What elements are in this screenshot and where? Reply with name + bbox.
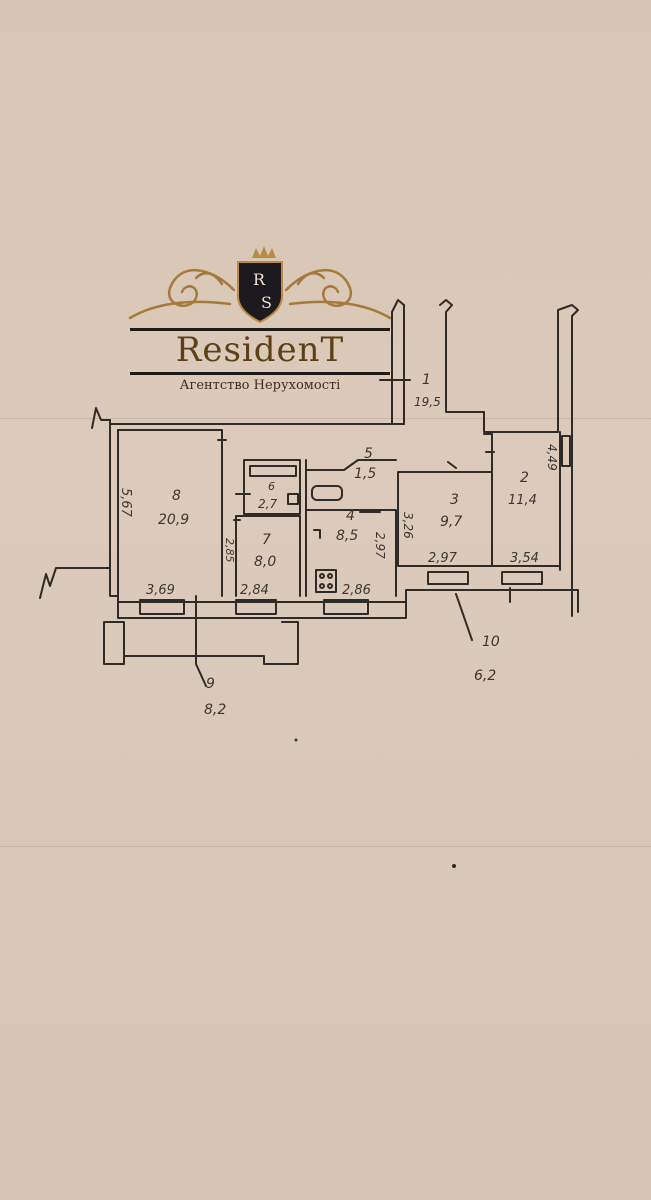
outer-wall-top: [109, 299, 405, 597]
outer-wall-bottom: [117, 589, 579, 619]
room-8-number: 8: [172, 488, 181, 504]
room-7-width-dim: 2,84: [240, 583, 269, 598]
room-6-area: 2,7: [258, 497, 277, 511]
window: [323, 599, 369, 615]
room-2-number: 2: [520, 470, 529, 486]
room-5-wall: [305, 459, 397, 471]
room-10-number: 10: [482, 634, 500, 650]
room-8-height-dim: 5,67: [118, 488, 133, 518]
logo-subtitle: Агентство Нерухомості: [179, 378, 341, 393]
window: [427, 571, 469, 585]
window: [501, 571, 543, 585]
logo-divider-top: [130, 328, 390, 331]
room-3-area: 9,7: [440, 514, 462, 530]
bathtub: [311, 485, 343, 501]
radiator: [561, 435, 571, 467]
crown-icon: [252, 246, 276, 258]
crest-shield-icon: [237, 261, 283, 324]
room-4-width-dim: 2,86: [342, 583, 371, 598]
room-7-number: 7: [262, 532, 271, 548]
paper-fold-line: [0, 846, 651, 847]
room-2-width-dim: 3,54: [510, 551, 539, 566]
room-6-number: 6: [268, 480, 275, 493]
room-10-area: 6,2: [474, 668, 496, 684]
stove: [315, 569, 337, 593]
room-7-height-dim: 2,85: [223, 538, 236, 563]
room-3-height-dim: 3,26: [401, 512, 415, 539]
logo-ornament: [128, 269, 392, 320]
room-4-height-dim: 2,97: [373, 532, 387, 559]
logo-divider-bottom: [130, 372, 390, 375]
room-9-number: 9: [206, 676, 215, 692]
crest-letter-bottom: S: [261, 293, 272, 312]
room-5-number: 5: [364, 446, 373, 462]
corridor-right-wall: [439, 299, 485, 413]
room-3-width-dim: 2,97: [428, 551, 458, 566]
room-6-wall: [243, 459, 301, 515]
room-2-height-dim: 4,49: [545, 444, 559, 471]
room-1-number: 1: [422, 372, 431, 388]
room-7-area: 8,0: [254, 554, 276, 570]
balcony-9-outline: [103, 621, 299, 665]
room-7-wall: [235, 515, 301, 597]
room-3-number: 3: [450, 492, 459, 508]
break-mark: [91, 407, 111, 429]
room-8-wall: [117, 429, 223, 597]
window: [235, 599, 277, 615]
room-4-wall: [305, 509, 397, 597]
room-2-wall: [491, 431, 561, 567]
room-2-area: 11,4: [508, 493, 537, 508]
logo-title: ResidenT: [175, 330, 345, 370]
break-mark: [39, 567, 111, 599]
room-5-area: 1,5: [354, 466, 376, 482]
window: [139, 599, 185, 615]
room-4-area: 8,5: [336, 528, 358, 544]
room-4-number: 4: [346, 508, 355, 524]
crest-letter-top: R: [253, 270, 266, 289]
room-8-width-dim: 3,69: [146, 583, 175, 598]
outer-wall-right: [483, 304, 579, 611]
room-1-area: 19,5: [414, 395, 441, 409]
room-8-area: 20,9: [158, 512, 189, 528]
room-9-area: 8,2: [204, 702, 226, 718]
paper-fold-line: [0, 418, 651, 419]
